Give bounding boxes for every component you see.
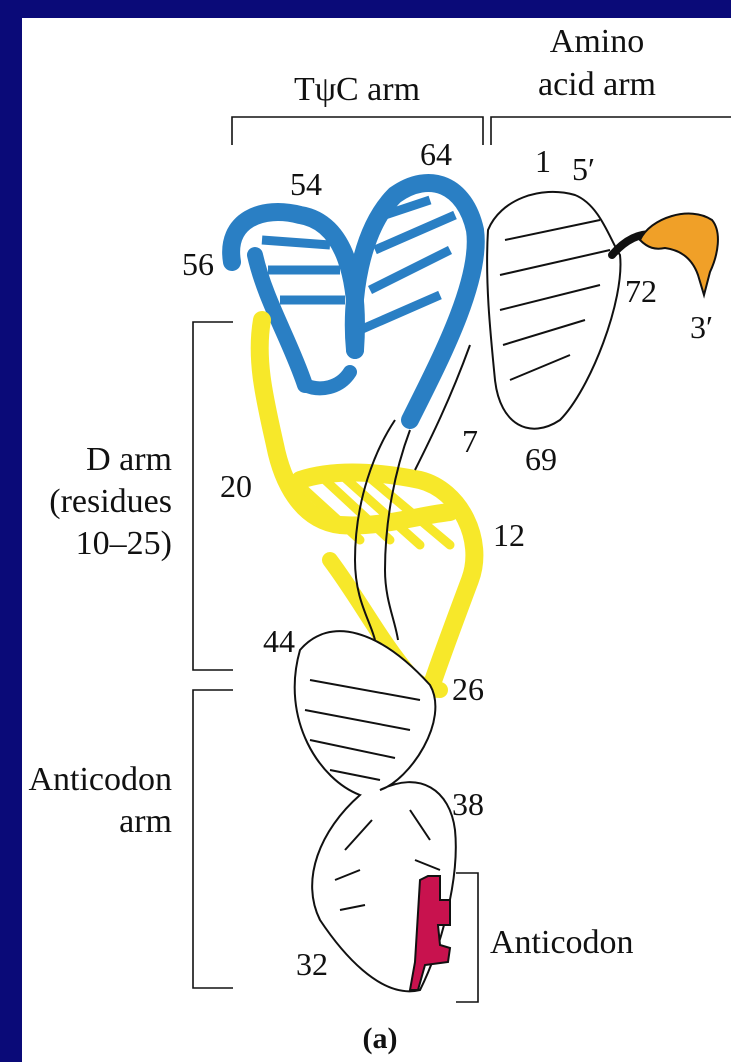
residue-72: 72 (625, 273, 657, 309)
residue-64: 64 (420, 136, 452, 172)
residue-38: 38 (452, 786, 484, 822)
panel-label: (a) (363, 1022, 398, 1055)
residue-20: 20 (220, 468, 252, 504)
anticodon-arm-label-line2: arm (119, 803, 172, 840)
anticodon-arm-label-line1: Anticodon (28, 761, 172, 798)
residue-54: 54 (290, 166, 322, 202)
residue-7: 7 (462, 423, 478, 459)
amino-acid-arm-label-line1: Amino (550, 23, 644, 60)
anticodon-label: Anticodon (490, 924, 634, 961)
amino-acid-arm-label-line2: acid arm (538, 66, 656, 103)
d-arm-label-line2: (residues (49, 483, 172, 520)
d-arm-label-line3: 10–25) (76, 525, 172, 562)
residue-1: 1 (535, 143, 551, 179)
anticodon-arm-bracket (193, 690, 233, 988)
residue-56: 56 (182, 246, 214, 282)
residue-44: 44 (263, 623, 295, 659)
residue-12: 12 (493, 517, 525, 553)
residue-3-prime: 3′ (690, 309, 713, 345)
residue-26: 26 (452, 671, 484, 707)
residue-5-prime: 5′ (572, 151, 595, 187)
residue-69: 69 (525, 441, 557, 477)
amino-acid-arm-bracket (491, 117, 731, 145)
d-arm-label-line1: D arm (86, 441, 172, 478)
amino-acid-arm-shape (487, 192, 655, 429)
tpsic-arm-label: TψC arm (294, 71, 420, 108)
residue-32: 32 (296, 946, 328, 982)
anticodon-bracket (456, 873, 478, 1002)
